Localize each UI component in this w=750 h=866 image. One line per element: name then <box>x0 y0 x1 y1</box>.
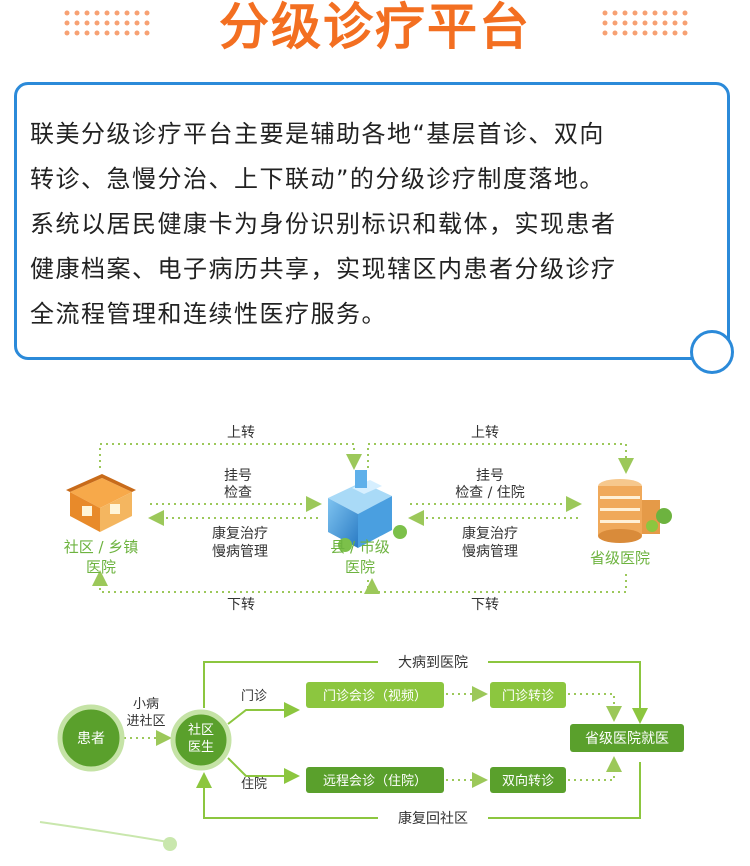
community-doctor-node <box>170 709 232 771</box>
patient-node <box>57 704 125 772</box>
remote-consult-label: 远程会诊（住院） <box>323 774 427 789</box>
rehab-return-label: 康复回社区 <box>398 810 468 827</box>
major-illness-label: 大病到医院 <box>398 655 468 671</box>
node-province: 省级医院 <box>590 549 650 567</box>
decorative-dot <box>163 837 177 851</box>
corner-circle-decoration <box>690 330 734 374</box>
remote-consult-box <box>306 767 444 793</box>
label-up-left: 上转 <box>227 425 255 441</box>
label-down-left: 下转 <box>227 597 255 613</box>
intro-text: 联美分级诊疗平台主要是辅助各地“基层首诊、双向 转诊、急慢分治、上下联动”的分级… <box>30 112 722 337</box>
doctor-label-1: 社区 <box>188 722 214 738</box>
two-way-referral-label: 双向转诊 <box>502 773 554 789</box>
flow-arrow-inpatient <box>227 757 300 784</box>
label-rehab-left-1: 康复治疗 <box>212 525 268 542</box>
inpatient-label: 住院 <box>241 777 267 792</box>
intro-line: 全流程管理和连续性医疗服务。 <box>30 300 387 328</box>
patient-label: 患者 <box>77 731 105 747</box>
node-county-line2: 医院 <box>345 558 375 576</box>
community-hospital-icon <box>66 474 136 532</box>
intro-line: 系统以居民健康卡为身份识别标识和载体，实现患者 <box>30 210 617 238</box>
province-visit-label: 省级医院就医 <box>585 731 669 747</box>
node-community-line1: 社区 / 乡镇 <box>64 538 139 556</box>
intro-panel <box>14 82 730 360</box>
intro-line: 转诊、急慢分治、上下联动”的分级诊疗制度落地。 <box>30 165 605 193</box>
flow-arrow-two-way-referral-to-province <box>568 756 622 781</box>
province-visit-box <box>570 724 684 752</box>
minor-illness-label-1: 小病 <box>133 697 159 712</box>
flow-arrow-up-left <box>99 443 362 470</box>
minor-illness-label-2: 进社区 <box>126 713 165 729</box>
outpatient-referral-label: 门诊转诊 <box>502 689 554 704</box>
flow-arrow-down-right <box>364 574 627 594</box>
label-register-left-1: 挂号 <box>224 468 252 484</box>
label-up-right: 上转 <box>471 425 499 441</box>
two-way-referral-box <box>490 767 566 793</box>
outpatient-consult-label: 门诊会诊（视频） <box>323 689 427 704</box>
label-rehab-right-1: 康复治疗 <box>462 525 518 542</box>
label-register-right-1: 挂号 <box>476 468 504 484</box>
intro-line: 联美分级诊疗平台主要是辅助各地“基层首诊、双向 <box>30 120 605 148</box>
label-register-left-2: 检查 <box>224 485 252 501</box>
outpatient-consult-box <box>306 682 444 708</box>
outpatient-label: 门诊 <box>241 689 267 704</box>
flow-arrow-down-left <box>92 570 369 593</box>
provincial-hospital-icon <box>598 479 672 543</box>
dot-pattern-left <box>64 10 150 36</box>
county-hospital-icon <box>328 470 407 552</box>
node-county-line1: 县 / 市级 <box>330 538 390 556</box>
label-rehab-left-2: 慢病管理 <box>212 543 268 560</box>
flow-arrow-up-right <box>367 443 634 474</box>
dot-pattern-right <box>602 10 688 36</box>
page-title: 分级诊疗平台 <box>219 0 531 56</box>
intro-line: 健康档案、电子病历共享，实现辖区内患者分级诊疗 <box>30 255 617 283</box>
node-community-line2: 医院 <box>86 558 116 576</box>
label-down-right: 下转 <box>471 597 499 613</box>
label-rehab-right-2: 慢病管理 <box>462 543 518 560</box>
doctor-label-2: 医生 <box>188 740 214 755</box>
decorative-line <box>39 821 169 843</box>
flow-arrow-outpatient-referral-to-province <box>568 693 622 722</box>
outpatient-referral-box <box>490 682 566 708</box>
label-register-right-2: 检查 / 住院 <box>455 485 525 501</box>
flow-arrow-outpatient <box>227 702 300 725</box>
